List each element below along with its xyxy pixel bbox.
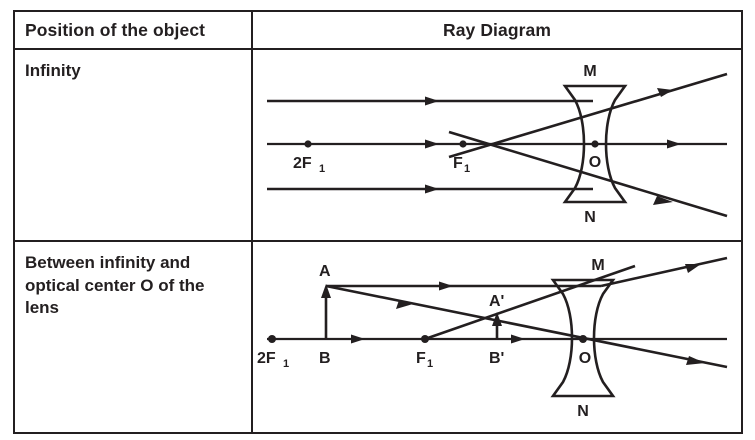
cell-ray-diagram-infinity: 2F 1 F 1 M N O (251, 48, 743, 242)
table-header-row: Position of the object Ray Diagram (13, 10, 743, 50)
table-row: Between infinity and optical center O of… (13, 240, 743, 434)
position-label-infinity: Infinity (25, 61, 81, 80)
point-2F1 (304, 140, 312, 148)
refracted-ray-parallel (600, 256, 728, 288)
table-row: Infinity (13, 48, 743, 242)
label-F1-subscript: 1 (464, 163, 470, 175)
label-2F1-subscript: 1 (283, 358, 289, 370)
cell-position-infinity: Infinity (13, 48, 253, 242)
refracted-ray-lower (448, 130, 728, 218)
ray-diagram-between-infinity-and-O: 2F 1 B F 1 B' A A' M N O (253, 242, 741, 432)
virtual-ray-from-F1 (424, 264, 636, 341)
ray-diagram-infinity: 2F 1 F 1 M N O (253, 50, 741, 240)
label-optical-center-O: O (589, 154, 601, 171)
label-image-top-Aprime: A' (489, 293, 504, 310)
label-2F1-subscript: 1 (319, 163, 325, 175)
image-AB-arrowhead (492, 312, 502, 326)
refracted-ray-upper-arrowhead (657, 88, 673, 97)
ray-through-optical-center (325, 284, 728, 369)
label-lens-bottom-N: N (584, 209, 596, 226)
incident-ray-parallel-arrowhead (439, 281, 453, 291)
header-cell-ray-diagram: Ray Diagram (251, 10, 743, 50)
header-cell-position: Position of the object (13, 10, 253, 50)
point-2F1 (268, 335, 276, 343)
label-object-base-B: B (319, 350, 331, 367)
refracted-ray-parallel-arrowhead (685, 264, 701, 273)
label-F1-subscript: 1 (427, 358, 433, 370)
label-lens-top-M: M (583, 63, 596, 80)
label-optical-center-O: O (579, 350, 591, 367)
axis-arrowhead-right (511, 334, 525, 344)
label-F1-main: F (416, 350, 426, 367)
position-label-between-infinity-and-O: Between infinity and optical center O of… (25, 253, 205, 318)
label-lens-top-M: M (591, 257, 604, 274)
header-label-ray-diagram: Ray Diagram (442, 19, 552, 40)
label-lens-bottom-N: N (577, 403, 589, 420)
cell-position-between-infinity-and-O: Between infinity and optical center O of… (13, 240, 253, 434)
ray-through-optical-center-arrowhead (396, 300, 413, 309)
label-2F1-main: 2F (293, 155, 312, 172)
concave-lens-body (550, 278, 616, 398)
ray-diagram-between-svg: 2F 1 B F 1 B' A A' M N O (257, 256, 728, 420)
refracted-ray-lower-arrowhead (653, 196, 673, 205)
ray-through-optical-center-exit-arrowhead (686, 356, 705, 365)
point-optical-center (591, 140, 599, 148)
axis-exit-arrowhead (667, 139, 681, 149)
ray-diagram-infinity-svg: 2F 1 F 1 M N O (267, 63, 728, 226)
label-F1-main: F (453, 155, 463, 172)
label-2F1-main: 2F (257, 350, 276, 367)
refracted-ray-upper (448, 72, 728, 159)
label-object-top-A: A (319, 263, 331, 280)
cell-ray-diagram-between-infinity-and-O: 2F 1 B F 1 B' A A' M N O (251, 240, 743, 434)
point-optical-center (579, 335, 587, 343)
axis-arrowhead-left (351, 334, 365, 344)
incident-ray-upper-arrowhead (425, 96, 439, 106)
ray-diagram-table: Position of the object Ray Diagram Infin… (13, 10, 743, 434)
concave-lens-body (562, 84, 628, 204)
point-F1 (459, 140, 467, 148)
object-AB-arrowhead (321, 284, 331, 298)
axis-arrowhead (425, 139, 439, 149)
label-image-base-Bprime: B' (489, 350, 504, 367)
incident-ray-lower-arrowhead (425, 184, 439, 194)
point-F1 (421, 335, 429, 343)
header-label-position: Position of the object (25, 19, 206, 40)
